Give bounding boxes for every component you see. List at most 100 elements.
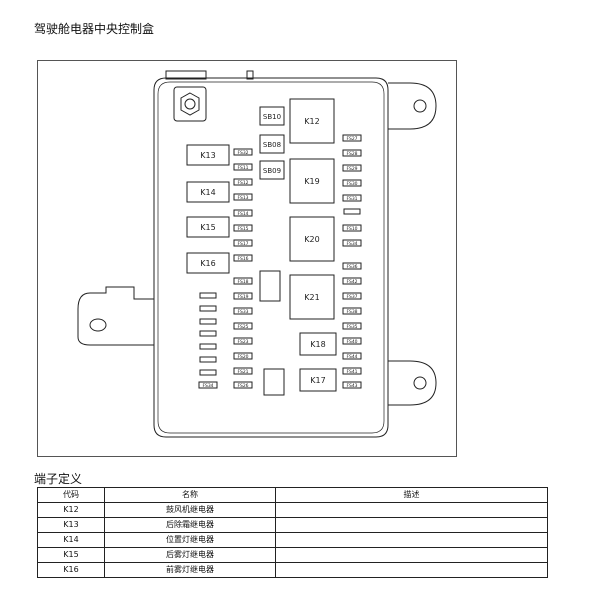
- fuse-label: FS33: [237, 309, 248, 315]
- relay-k19: [289, 158, 335, 204]
- relay-k17: [299, 368, 337, 392]
- mount-hole-top-right: [413, 99, 427, 113]
- fuse-label: FS20: [237, 354, 248, 360]
- relay-k15: [186, 216, 230, 238]
- mount-ear-top-right: [388, 82, 437, 130]
- fuse-label: FS40: [346, 339, 357, 345]
- blank-slot: [199, 292, 217, 299]
- relay-k16-label: K16: [200, 259, 215, 268]
- fuse-label: FS35: [346, 324, 357, 330]
- fuse-label: FS25: [237, 324, 248, 330]
- relay-k20-label: K20: [304, 235, 319, 244]
- relay-k21-label: K21: [304, 293, 319, 302]
- cell-name: 鼓风机继电器: [104, 502, 276, 518]
- housing-outline: [153, 77, 389, 438]
- relay-k15-label: K15: [200, 223, 215, 232]
- fuse-label: FS31: [346, 196, 357, 202]
- fuse-label: FS17: [237, 241, 248, 247]
- relay-k16: [186, 252, 230, 274]
- cell-desc: [275, 532, 548, 548]
- housing-inner: [157, 81, 385, 434]
- relay-k14-label: K14: [200, 188, 215, 197]
- table-row: K13 后除霜继电器: [37, 517, 548, 533]
- top-tab: [246, 70, 254, 80]
- table-row: K15 后雾灯继电器: [37, 547, 548, 563]
- sb10-label: SB10: [263, 113, 281, 121]
- blank-socket-mid: [259, 270, 281, 302]
- relay-k13: [186, 144, 230, 166]
- cell-name: 位置灯继电器: [104, 532, 276, 548]
- fuse-label: FS28: [346, 151, 357, 157]
- bolt-hex: [180, 92, 200, 116]
- fuse-label: FS11: [237, 165, 248, 171]
- mount-ear-bottom-right: [388, 360, 437, 406]
- table-row: K14 位置灯继电器: [37, 532, 548, 548]
- fuse-label: FS16: [237, 256, 248, 262]
- fuse-label: FS12: [237, 180, 248, 186]
- relay-k20: [289, 216, 335, 262]
- fuse-label: FS38: [346, 309, 357, 315]
- fuse-label: FS34: [202, 383, 213, 389]
- sb09-fuse: [259, 160, 285, 180]
- sb08-fuse: [259, 134, 285, 154]
- header-code: 代码: [37, 487, 105, 503]
- bolt-center: [184, 98, 196, 110]
- cell-desc: [275, 517, 548, 533]
- fuse-box-diagram: SB10 SB08 SB09 K12 K19 K20 K21 K13 K14 K…: [37, 60, 457, 457]
- fuse-label: FS44: [346, 354, 357, 360]
- fuse-label: FS30: [346, 181, 357, 187]
- table-row: K16 前雾灯继电器: [37, 562, 548, 578]
- mount-ear-left: [77, 286, 154, 346]
- right-fuse-column: FS27 FS28 FS29 FS30 FS31 FS10 FS34 FS36 …: [342, 134, 362, 389]
- fuse-label: FS42: [346, 279, 357, 285]
- relay-k19-label: K19: [304, 177, 319, 186]
- cell-name: 后雾灯继电器: [104, 547, 276, 563]
- table-header-row: 代码 名称 描述: [37, 487, 548, 503]
- fuse-label: FS19: [237, 294, 248, 300]
- fuse-label: FS43: [346, 383, 357, 389]
- header-desc: 描述: [275, 487, 548, 503]
- cell-code: K13: [37, 517, 105, 533]
- blank-slot: [199, 356, 217, 363]
- header-name: 名称: [104, 487, 276, 503]
- fuse-label: FS29: [346, 166, 357, 172]
- fuse-label: FS34: [346, 241, 357, 247]
- fuse-label: FS13: [237, 195, 248, 201]
- relay-k13-label: K13: [200, 151, 215, 160]
- fuse-label: FS21: [237, 369, 248, 375]
- left-fuse-column: FS32 FS11 FS12 FS13 FS14 FS15 FS17 FS16 …: [198, 148, 253, 389]
- fuse-label: FS32: [237, 150, 248, 156]
- terminal-definition-table: 代码 名称 描述 K12 鼓风机继电器 K13 后除霜继电器 K14 位置灯继电…: [37, 487, 548, 578]
- fuse-label: FS37: [346, 294, 357, 300]
- top-clip: [165, 70, 207, 80]
- fuse-label: FS41: [346, 369, 357, 375]
- relay-k21: [289, 274, 335, 320]
- blank-slot: [199, 330, 217, 337]
- fuse-label: FS23: [237, 339, 248, 345]
- relay-k18: [299, 332, 337, 356]
- table-row: K12 鼓风机继电器: [37, 502, 548, 518]
- relay-k12-label: K12: [304, 117, 319, 126]
- fuse-label: FS18: [237, 279, 248, 285]
- fuse-label: FS10: [346, 226, 357, 232]
- blank-slot: [199, 305, 217, 312]
- relay-k14: [186, 181, 230, 203]
- fuse-label: FS14: [237, 211, 248, 217]
- cell-code: K12: [37, 502, 105, 518]
- cell-name: 前雾灯继电器: [104, 562, 276, 578]
- bolt-housing: [173, 86, 207, 122]
- mount-hole-bottom-right: [413, 376, 427, 390]
- cell-code: K15: [37, 547, 105, 563]
- cell-desc: [275, 547, 548, 563]
- fuse-label: FS26: [237, 383, 248, 389]
- sb10-fuse: [259, 106, 285, 126]
- cell-code: K14: [37, 532, 105, 548]
- cell-name: 后除霜继电器: [104, 517, 276, 533]
- blank-socket-low: [263, 368, 285, 396]
- fuse-label: FS36: [346, 264, 357, 270]
- section-title: 端子定义: [34, 472, 83, 486]
- sb08-label: SB08: [263, 141, 281, 149]
- mount-hole-left: [89, 318, 107, 332]
- relay-k17-label: K17: [310, 376, 325, 385]
- blank-slot: [199, 318, 217, 325]
